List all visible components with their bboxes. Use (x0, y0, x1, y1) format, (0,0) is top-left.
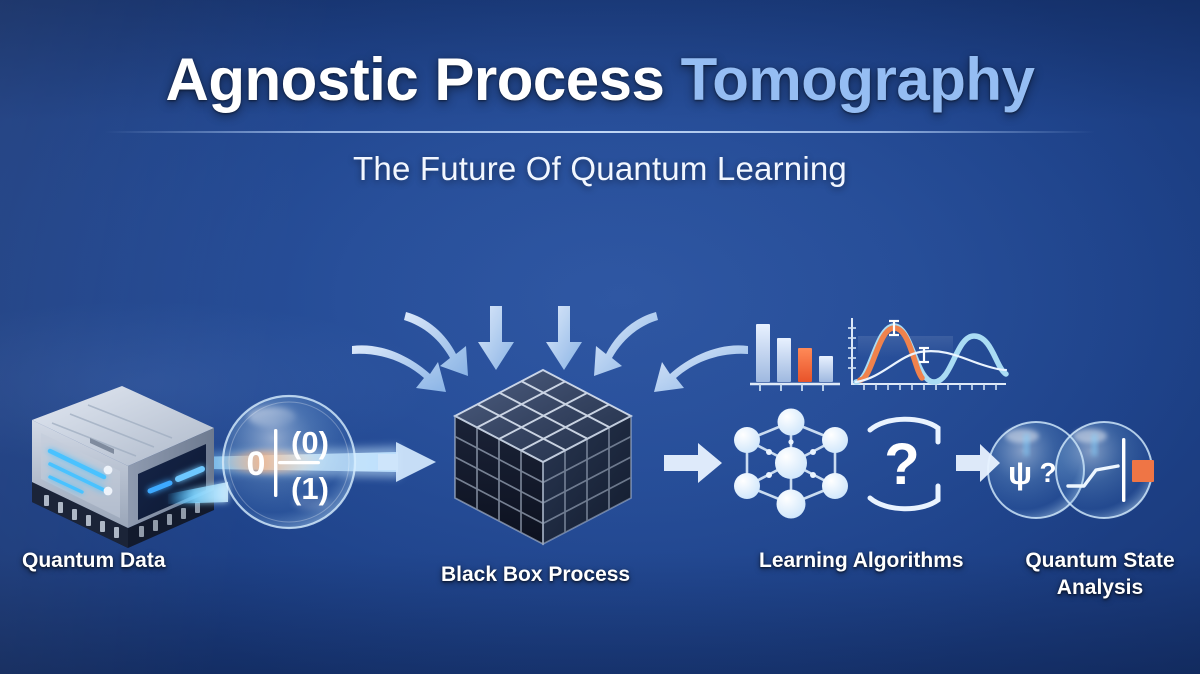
ket-bar-icon (274, 429, 278, 497)
ket-left-digit: 0 (247, 445, 266, 483)
page-subtitle: The Future Of Quantum Learning (353, 150, 847, 187)
charts-icon (750, 318, 1009, 391)
black-box-process (443, 358, 643, 558)
quantum-data-server (18, 378, 228, 553)
flow-arrow-learning-to-analysis (954, 442, 1002, 484)
quantum-state-spheres-icon: ψ ? (987, 421, 1154, 519)
unknown-operator: ? (864, 412, 950, 516)
caption-quantum-state-analysis: Quantum State Analysis (1025, 549, 1175, 599)
psi-query-mark: ? (1039, 457, 1056, 488)
axis-line-icon (1122, 438, 1126, 502)
learning-algorithms-network (722, 406, 860, 520)
page-title: Agnostic Process Tomography (0, 0, 1200, 111)
result-sphere (1055, 421, 1154, 519)
converging-arrows-icon (352, 306, 748, 392)
ket-top: (0) (291, 425, 329, 460)
converging-arrows (350, 296, 750, 408)
title-divider (105, 131, 1095, 133)
qubit-sphere-icon: 0 (0) (1) (220, 394, 357, 530)
flow-arrow-cube-to-learning (662, 440, 724, 486)
title-part-primary: Agnostic Process (165, 46, 665, 113)
arrow-right-icon (956, 444, 1000, 482)
title-part-accent: Tomography (680, 46, 1035, 113)
server-machine-icon (32, 386, 228, 548)
bar-chart (750, 324, 840, 391)
question-bracket-icon: ? (867, 416, 941, 512)
analysis-charts (748, 312, 1010, 400)
caption-black-box-process: Black Box Process (441, 563, 631, 586)
line-chart (848, 318, 1009, 390)
header: Agnostic Process Tomography (0, 0, 1200, 111)
ket-divider-icon (278, 461, 320, 465)
psi-symbol: ψ (1008, 455, 1032, 491)
network-node (734, 408, 848, 519)
caption-learning-algorithms: Learning Algorithms (759, 549, 964, 572)
black-box-cube-icon (452, 368, 634, 546)
result-block-icon (1132, 460, 1154, 482)
ket-bottom: (1) (291, 471, 329, 506)
quantum-state-analysis: ψ ? (986, 414, 1158, 526)
unknown-question-mark: ? (884, 432, 919, 497)
neural-network-icon (734, 408, 848, 519)
caption-quantum-data: Quantum Data (22, 549, 166, 572)
qubit-sphere: 0 (0) (1) (216, 391, 362, 533)
psi-sphere: ψ ? (987, 421, 1085, 519)
arrow-right-icon (664, 443, 722, 483)
